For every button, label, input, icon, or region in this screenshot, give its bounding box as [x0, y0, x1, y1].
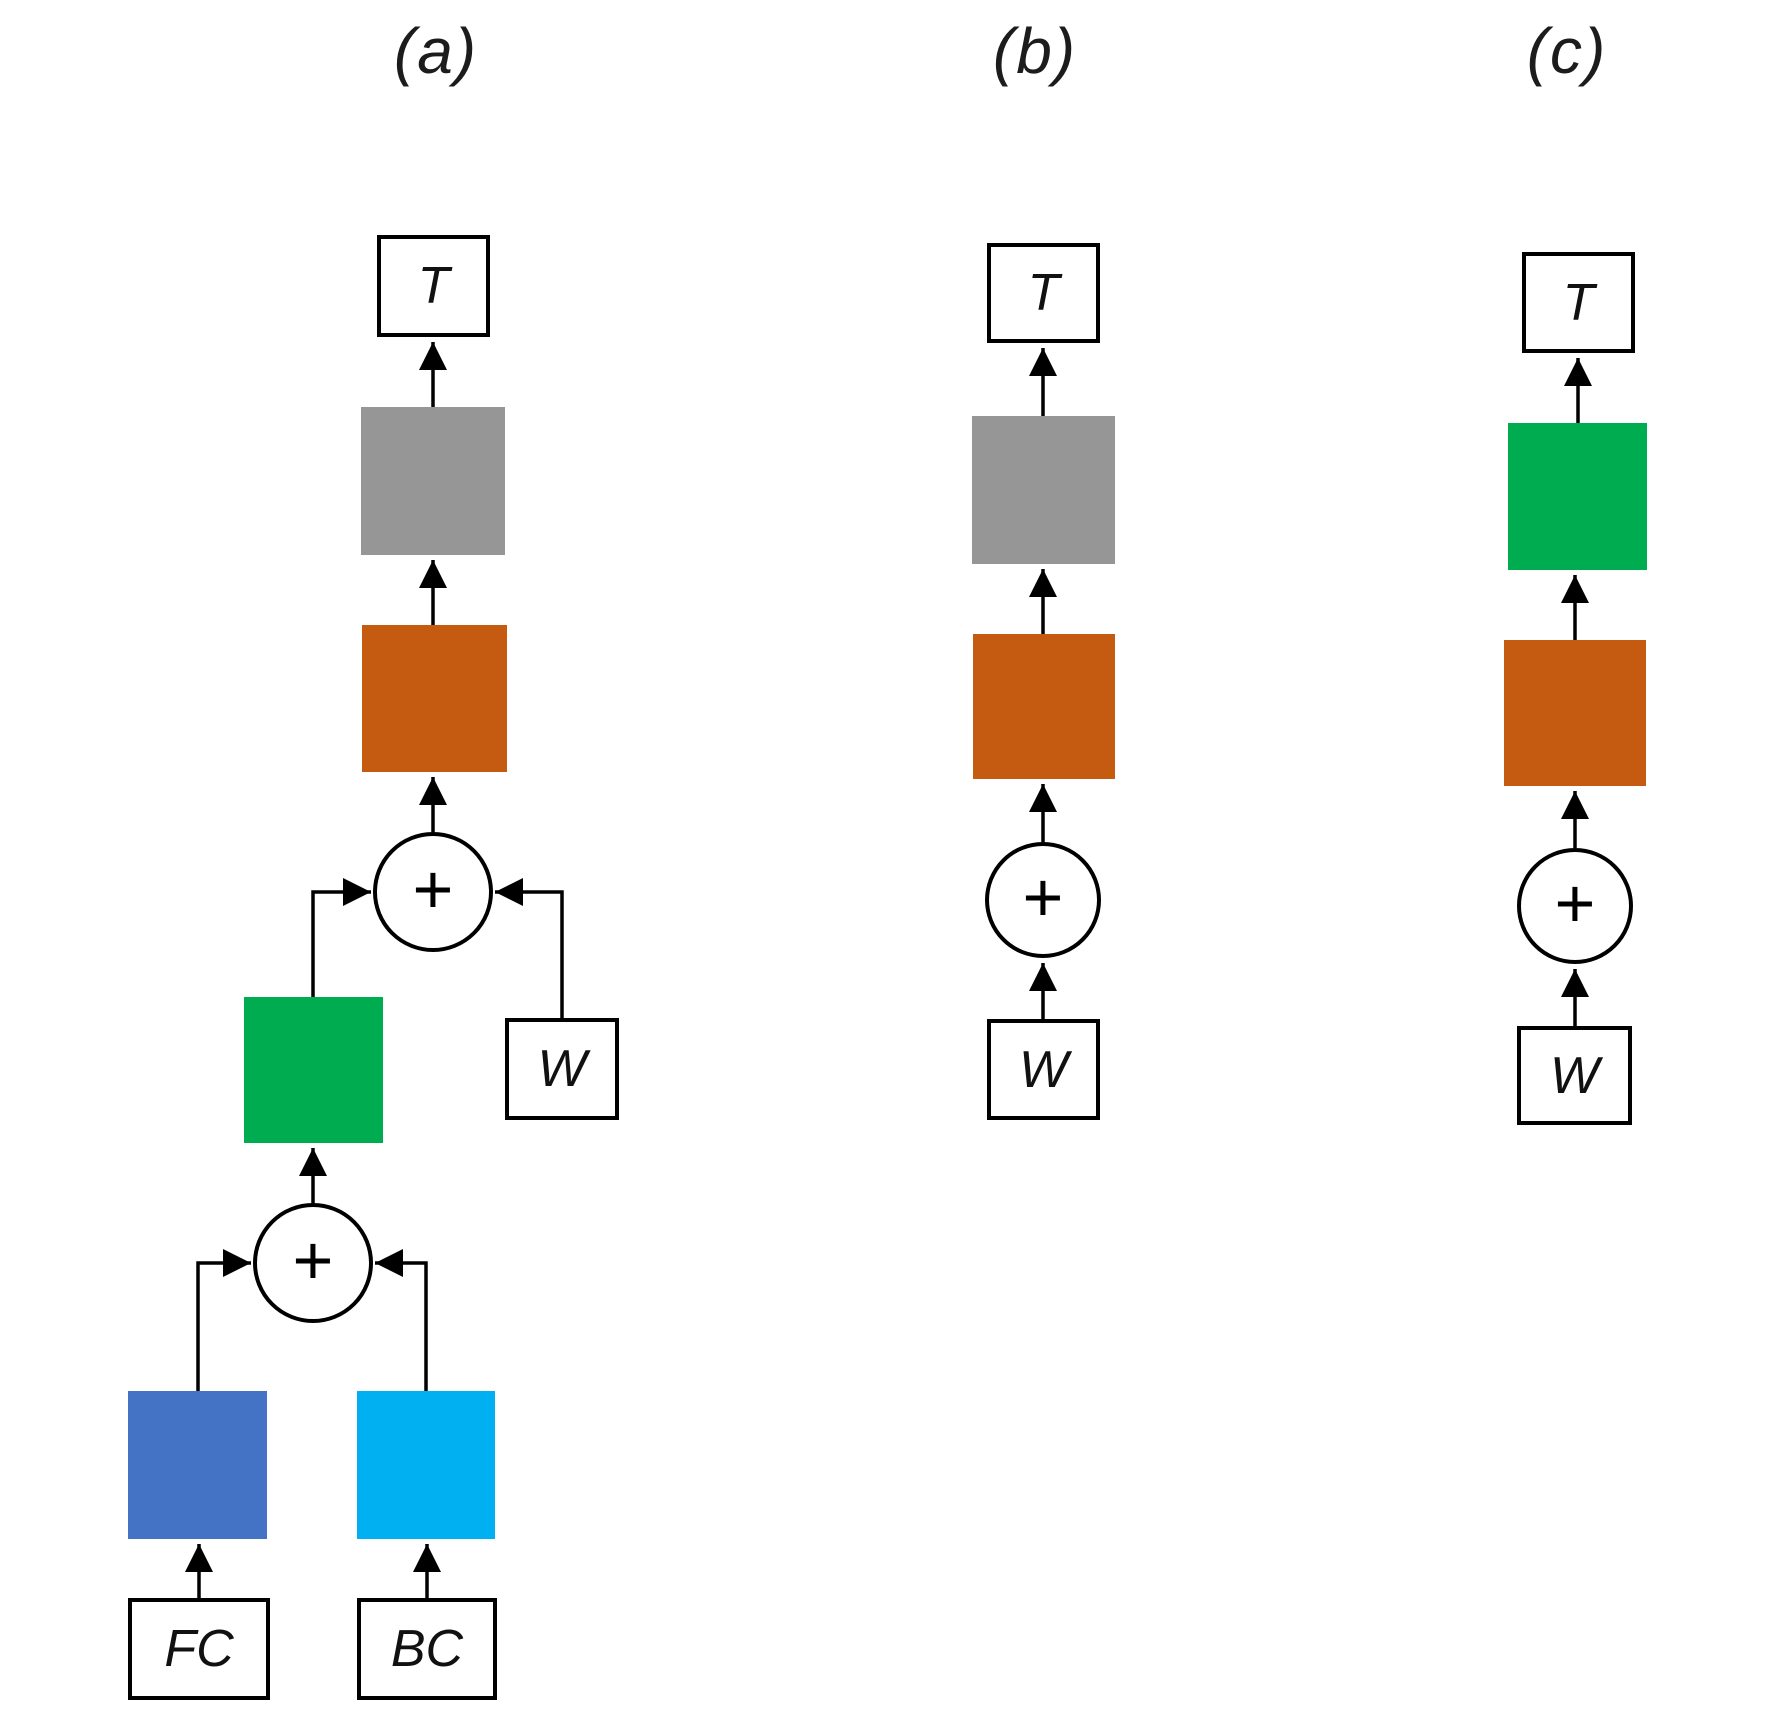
panel-a-sum-lower: +: [253, 1203, 373, 1323]
panel-a-fc-box: FC: [128, 1598, 270, 1700]
panel-c-green-block: [1508, 423, 1647, 570]
panel-b-orange-block: [973, 634, 1115, 779]
panel-b-label: (b): [992, 15, 1078, 87]
panel-b-t-box: T: [987, 243, 1100, 343]
panel-a-orange-block: [362, 625, 507, 772]
panel-c-w-box: W: [1517, 1026, 1632, 1125]
panel-a-green-block: [244, 997, 383, 1143]
panel-a-sum-upper: +: [373, 832, 493, 952]
panel-b-sum: +: [985, 842, 1101, 958]
panel-c-orange-block: [1504, 640, 1646, 786]
panel-a-bc-box: BC: [357, 1598, 497, 1700]
panel-a-cyan-block: [357, 1391, 495, 1539]
panel-b-w-box: W: [987, 1019, 1100, 1120]
panel-a-w-box: W: [505, 1018, 619, 1120]
arrow-a-green-to-plus1: [311, 878, 371, 997]
panel-b-gray-block: [972, 416, 1115, 564]
panel-c-sum: +: [1517, 848, 1633, 964]
panel-c-label: (c): [1526, 15, 1608, 87]
panel-c-t-box: T: [1522, 252, 1635, 353]
arrow-a-w-to-plus1: [495, 878, 564, 1018]
arrow-a-cyan-to-plus2: [375, 1249, 428, 1391]
panel-a-blue-block: [128, 1391, 267, 1539]
panel-a-gray-block: [361, 407, 505, 555]
panel-a-t-box: T: [377, 235, 490, 337]
panel-a-label: (a): [393, 15, 479, 87]
arrow-a-blue-to-plus2: [196, 1249, 251, 1391]
